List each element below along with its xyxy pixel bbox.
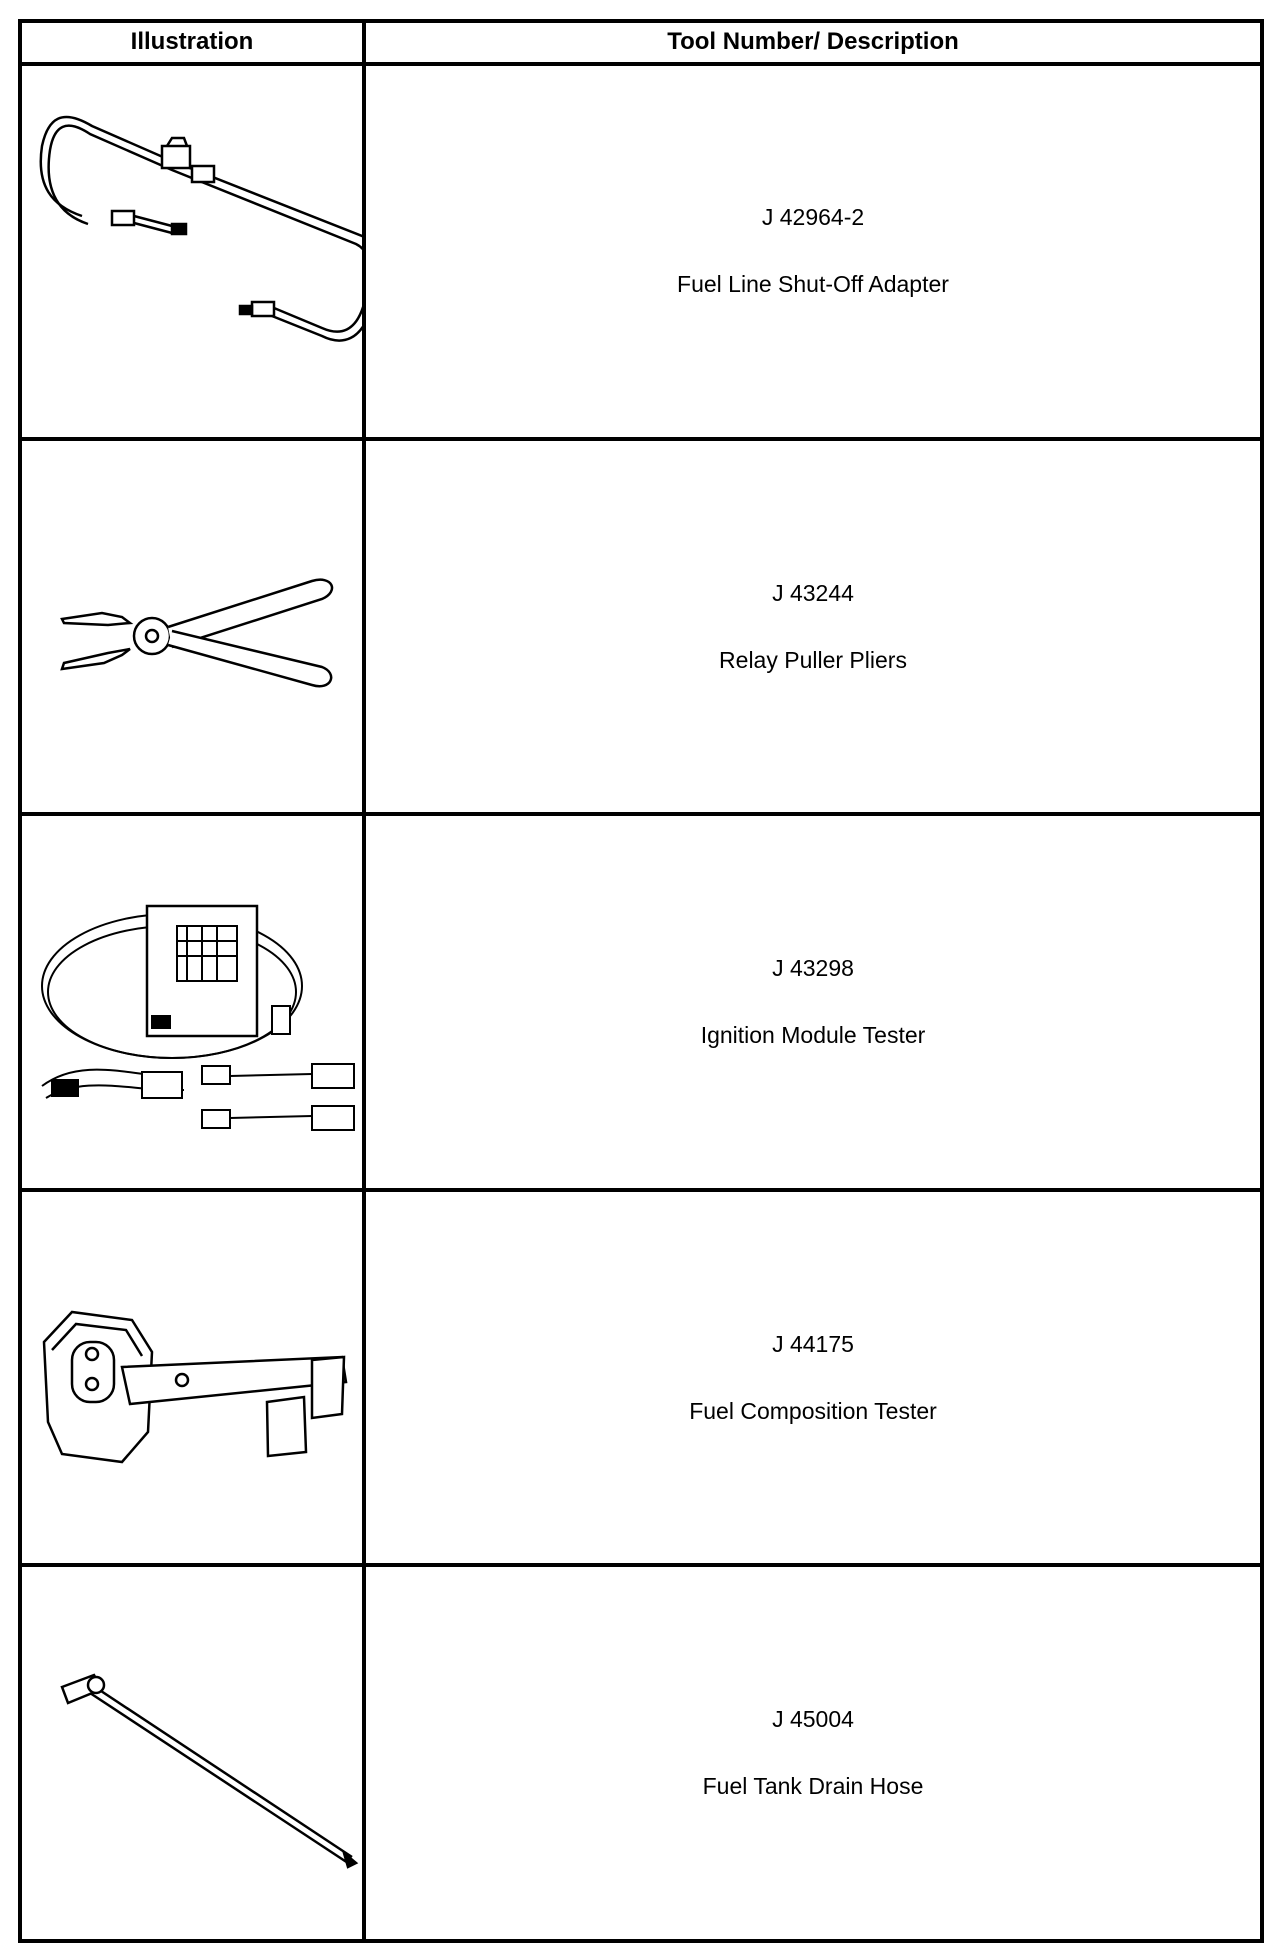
table-row: J 43298 Ignition Module Tester <box>18 812 1264 1192</box>
illustration-cell <box>18 812 366 1192</box>
description-cell: J 45004 Fuel Tank Drain Hose <box>362 1563 1264 1943</box>
tool-number: J 43298 <box>772 955 854 982</box>
description-cell: J 44175 Fuel Composition Tester <box>362 1187 1264 1568</box>
tool-description: Relay Puller Pliers <box>719 646 907 673</box>
fuel-tank-drain-hose-illustration <box>60 1673 359 1870</box>
tool-number: J 42964-2 <box>761 204 865 231</box>
header-illustration: Illustration <box>18 19 366 66</box>
tool-table: Illustration Tool Number/ Description J … <box>18 19 1264 1943</box>
ignition-module-tester-illustration <box>41 905 355 1132</box>
table-row: J 44175 Fuel Composition Tester <box>18 1187 1264 1568</box>
tool-number: J 43244 <box>772 579 854 606</box>
tool-number: J 45004 <box>772 1706 854 1733</box>
tool-description: Fuel Line Shut-Off Adapter <box>677 271 949 298</box>
fuel-composition-tester-illustration <box>42 1310 348 1464</box>
header-tool-description: Tool Number/ Description <box>362 19 1264 66</box>
table-row: J 43244 Relay Puller Pliers <box>18 436 1264 817</box>
illustration-cell <box>18 1563 366 1943</box>
illustration-cell <box>18 436 366 817</box>
tool-description: Ignition Module Tester <box>700 1022 926 1049</box>
illustration-cell <box>18 61 366 441</box>
illustration-cell <box>18 1187 366 1568</box>
description-cell: J 43298 Ignition Module Tester <box>362 812 1264 1192</box>
fuel-line-adapter-illustration <box>39 115 360 342</box>
description-cell: J 42964-2 Fuel Line Shut-Off Adapter <box>362 61 1264 441</box>
table-row: J 45004 Fuel Tank Drain Hose <box>18 1563 1264 1943</box>
tool-description: Fuel Tank Drain Hose <box>702 1773 924 1800</box>
tool-number: J 44175 <box>772 1330 854 1357</box>
tool-description: Fuel Composition Tester <box>689 1397 937 1424</box>
description-cell: J 43244 Relay Puller Pliers <box>362 436 1264 817</box>
relay-puller-pliers-illustration <box>60 578 334 688</box>
header-row: Illustration Tool Number/ Description <box>18 19 1264 66</box>
table-row: J 42964-2 Fuel Line Shut-Off Adapter <box>18 61 1264 441</box>
